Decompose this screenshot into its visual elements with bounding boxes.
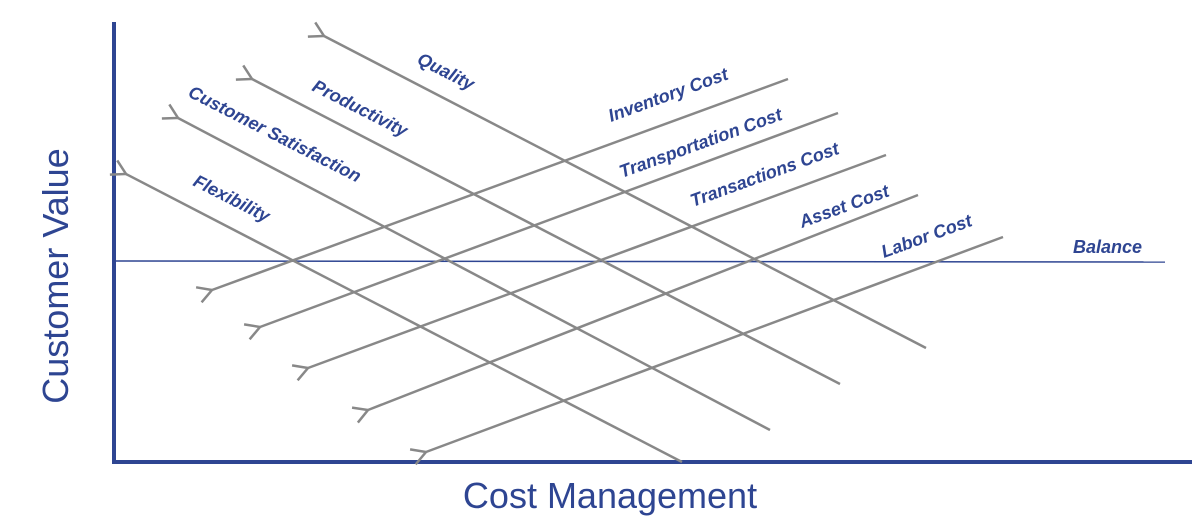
balance-label: Balance bbox=[1073, 237, 1142, 257]
label-flexibility: Flexibility bbox=[190, 171, 274, 227]
cost-arrow-labor bbox=[426, 235, 1004, 452]
cost-arrow-transactions bbox=[308, 153, 887, 368]
value-arrow-customer-satisfaction bbox=[178, 118, 771, 432]
cost-arrow-asset bbox=[368, 193, 919, 410]
balance-line bbox=[113, 260, 1166, 263]
label-productivity: Productivity bbox=[309, 76, 412, 141]
label-labor-cost: Labor Cost bbox=[879, 210, 976, 262]
value-arrow-flexibility bbox=[126, 174, 683, 464]
y-axis-title: Customer Value bbox=[35, 148, 76, 403]
value-vectors bbox=[126, 36, 927, 464]
label-inventory-cost: Inventory Cost bbox=[606, 64, 732, 126]
cost-vectors bbox=[212, 77, 1004, 452]
x-axis-title: Cost Management bbox=[463, 475, 757, 516]
cost-arrow-transportation bbox=[260, 111, 839, 327]
cost-arrow-inventory bbox=[212, 77, 789, 290]
